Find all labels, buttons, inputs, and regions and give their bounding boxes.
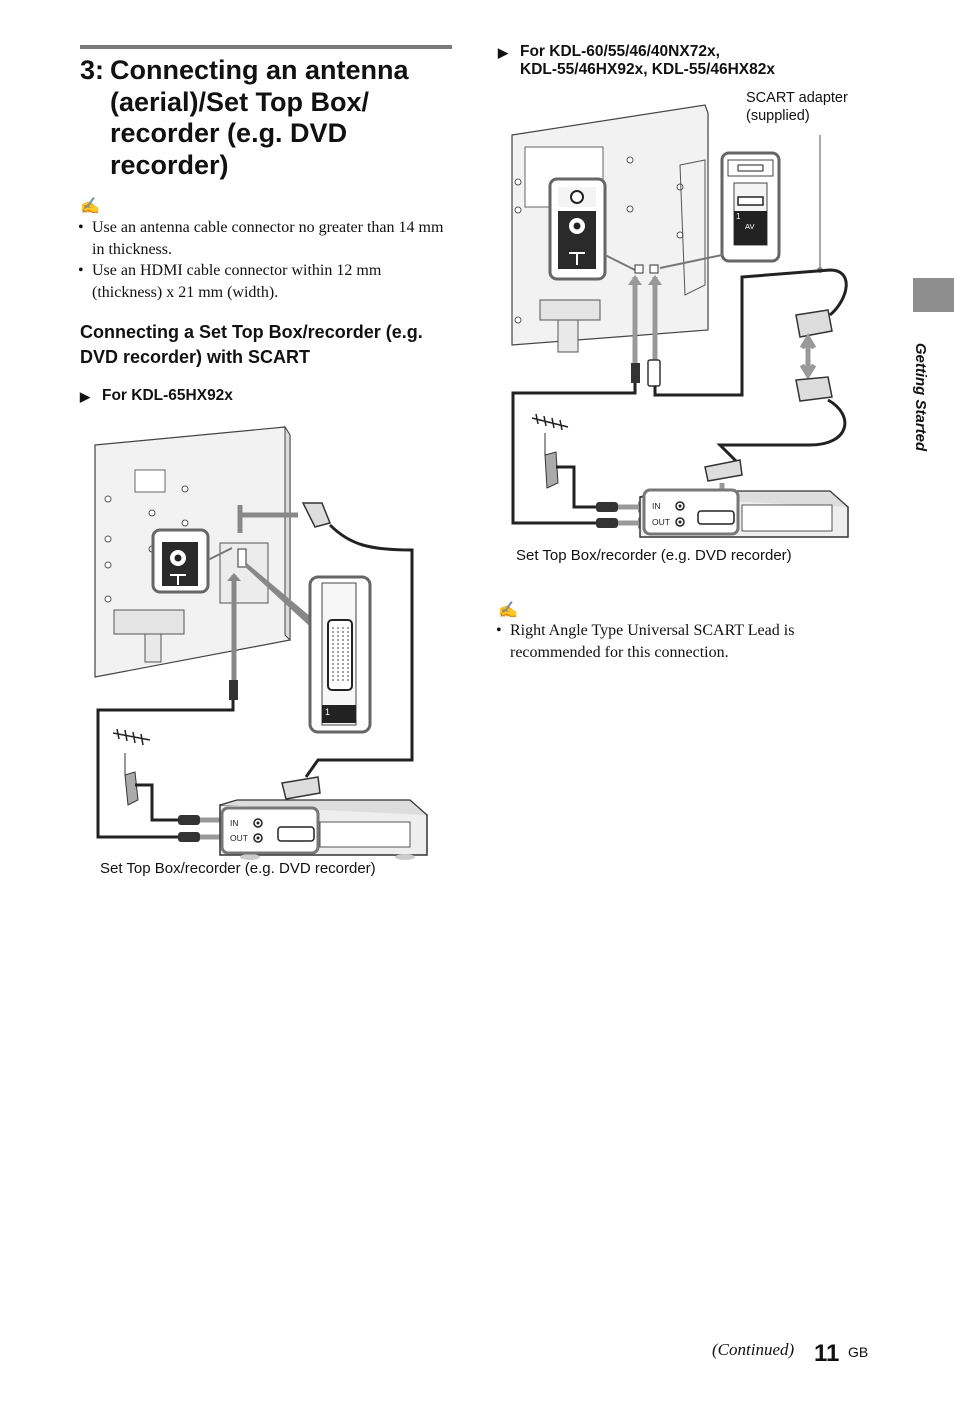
connection-diagram-left: 1 IN OUT bbox=[94, 425, 428, 860]
triangle-right-icon: ▶ bbox=[498, 45, 508, 60]
page-number: 11 bbox=[814, 1340, 840, 1367]
continued-label: (Continued) bbox=[712, 1340, 795, 1359]
in-label-left: IN bbox=[230, 818, 239, 828]
caption-right: Set Top Box/recorder (e.g. DVD recorder) bbox=[516, 547, 792, 564]
scart-adapter-callout: SCART adapter (supplied) bbox=[746, 90, 848, 124]
notes-top: Use an antenna cable connector no greate… bbox=[78, 217, 450, 303]
pencil-note-icon: ✍ bbox=[80, 198, 100, 215]
model-label-right: ▶ For KDL-60/55/46/40NX72x, KDL-55/46HX9… bbox=[498, 43, 776, 78]
note-item: Right Angle Type Universal SCART Lead is… bbox=[496, 620, 856, 663]
side-chapter-label: Getting Started bbox=[912, 342, 929, 452]
section-rule bbox=[80, 45, 452, 49]
subheading: Connecting a Set Top Box/recorder (e.g. … bbox=[80, 322, 423, 367]
section-number: 3: bbox=[80, 55, 105, 85]
notes-bottom: Right Angle Type Universal SCART Lead is… bbox=[496, 620, 856, 663]
connection-diagram-right: 1 AV IN OUT bbox=[511, 104, 849, 538]
section-title-text: Connecting an antenna (aerial)/Set Top B… bbox=[110, 55, 409, 180]
section-title: 3: Connecting an antenna (aerial)/Set To… bbox=[80, 55, 460, 181]
triangle-right-icon: ▶ bbox=[80, 389, 90, 404]
chapter-tab bbox=[913, 278, 954, 312]
svg-text:1: 1 bbox=[325, 707, 330, 717]
pencil-note-icon: ✍ bbox=[498, 602, 518, 619]
note-item: Use an antenna cable connector no greate… bbox=[78, 217, 450, 260]
page-suffix: GB bbox=[848, 1344, 869, 1360]
out-label-right: OUT bbox=[652, 517, 670, 527]
note-item: Use an HDMI cable connector within 12 mm… bbox=[78, 260, 450, 303]
svg-text:AV: AV bbox=[745, 222, 754, 231]
caption-left: Set Top Box/recorder (e.g. DVD recorder) bbox=[100, 860, 376, 877]
in-label-right: IN bbox=[652, 501, 661, 511]
model-label-left: ▶ For KDL-65HX92x bbox=[80, 387, 233, 404]
svg-text:1: 1 bbox=[736, 212, 741, 221]
out-label-left: OUT bbox=[230, 833, 248, 843]
